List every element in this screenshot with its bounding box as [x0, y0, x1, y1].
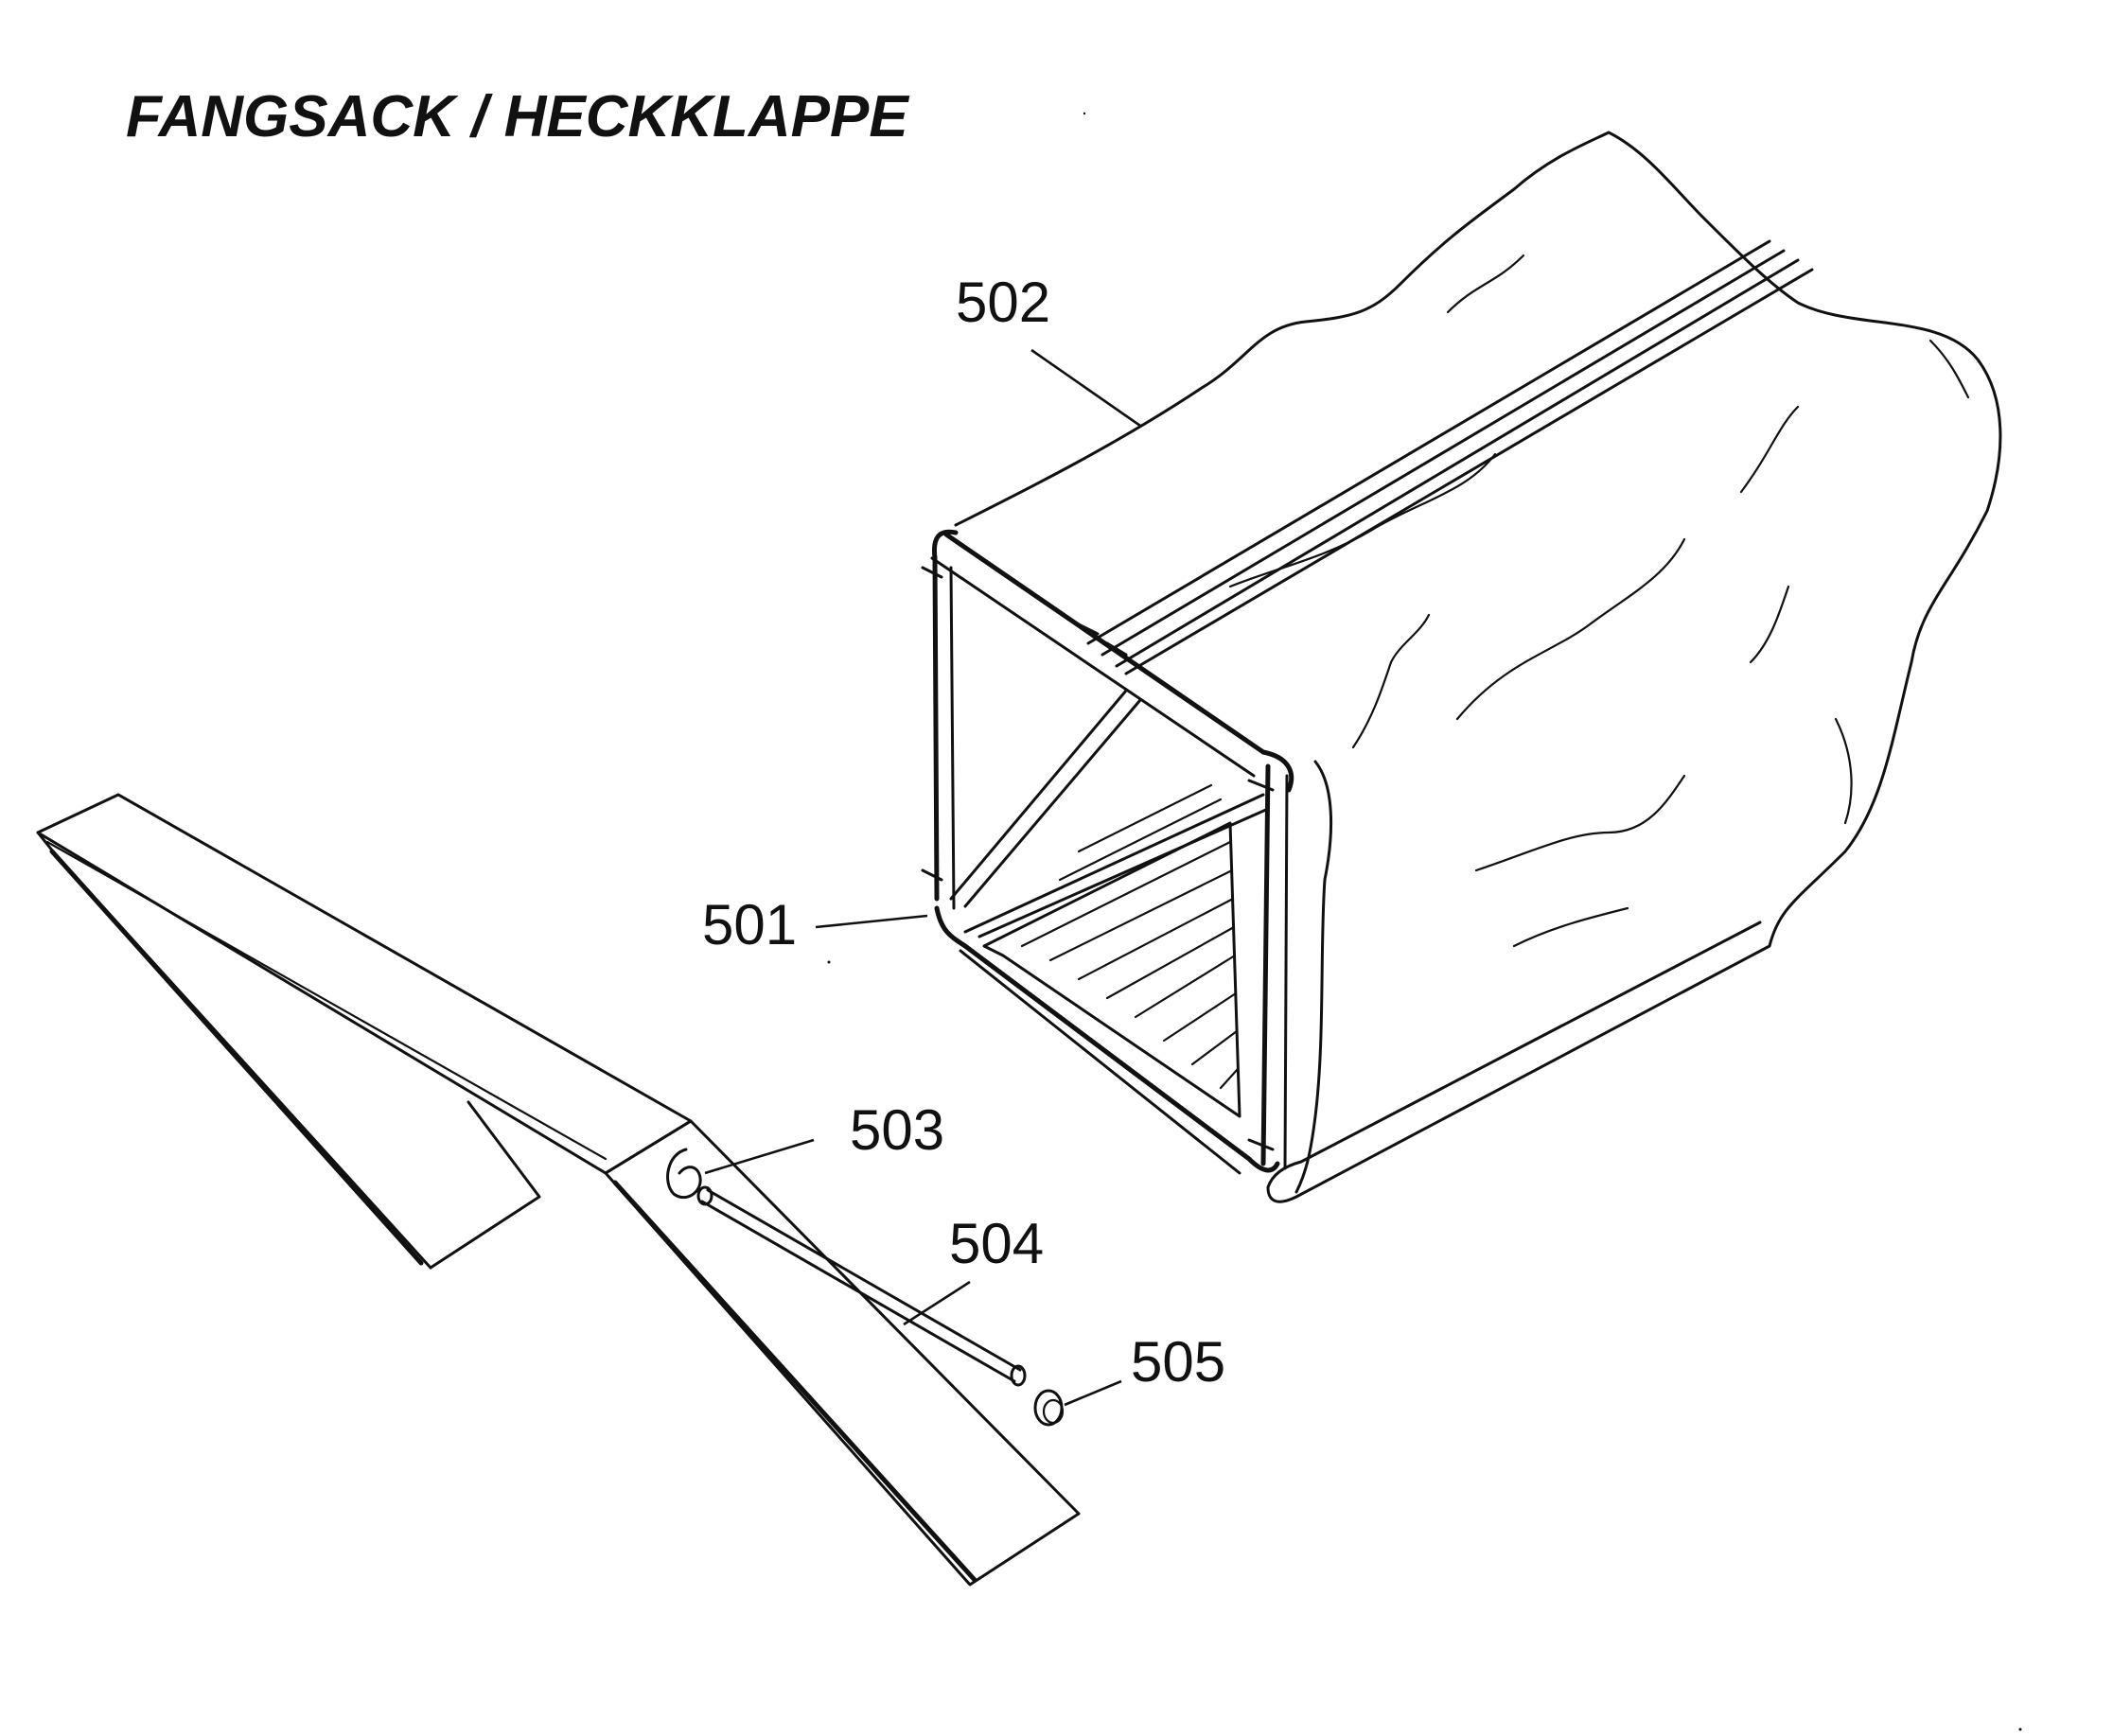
callout-501: 501 [702, 893, 797, 956]
rear-flap [36, 793, 1081, 1587]
leader-504 [903, 1280, 971, 1326]
callout-504: 504 [949, 1212, 1044, 1275]
leader-505 [1064, 1379, 1122, 1407]
leader-502 [1030, 348, 1141, 428]
callout-505: 505 [1131, 1330, 1225, 1394]
diagram-title: FANGSACK / HECKKLAPPE [126, 84, 908, 149]
leader-503 [704, 1138, 815, 1175]
callout-503: 503 [850, 1098, 944, 1162]
bag-frame [921, 529, 1294, 1175]
grass-bag [954, 131, 2002, 1203]
leader-501 [815, 914, 928, 929]
callout-502: 502 [956, 271, 1050, 334]
